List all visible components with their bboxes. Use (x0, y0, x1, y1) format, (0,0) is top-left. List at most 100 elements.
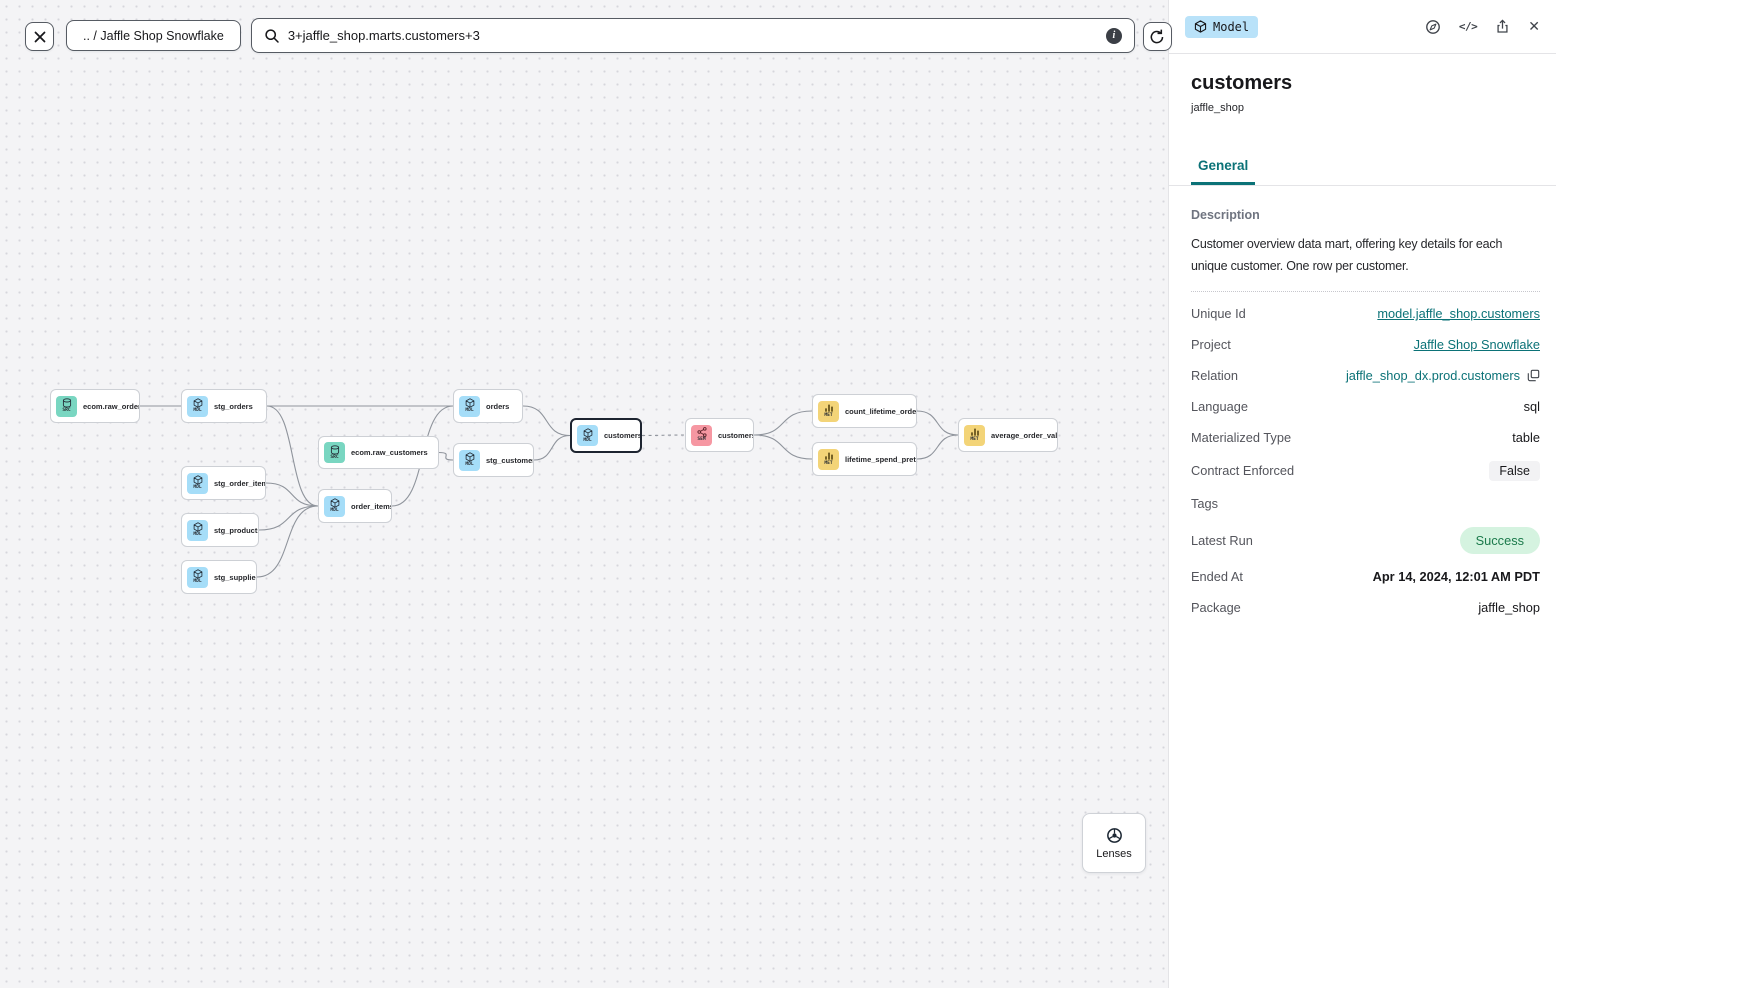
field-row-tags: Tags (1191, 488, 1540, 519)
field-value-badge: False (1489, 460, 1540, 481)
details-panel: Model </> ✕ cu (1168, 0, 1556, 988)
bar-chart-icon: MET (818, 400, 839, 422)
tab-general[interactable]: General (1191, 152, 1256, 185)
close-panel-icon[interactable]: ✕ (1528, 18, 1540, 34)
exit-lineage-button[interactable] (25, 22, 54, 51)
database-icon: SRC (56, 395, 77, 417)
field-label: Latest Run (1191, 532, 1253, 548)
graph-node-stg_order_items[interactable]: MDL stg_order_items (181, 466, 266, 500)
bar-chart-icon: MET (818, 448, 839, 470)
cube-icon (1194, 20, 1207, 33)
page-title: customers (1191, 72, 1293, 94)
field-row-package: Package jaffle_shop (1191, 592, 1540, 623)
field-value: Apr 14, 2024, 12:01 AM PDT (1372, 569, 1540, 584)
field-row-unique-id: Unique Id model.jaffle_shop.customers (1191, 298, 1540, 329)
graph-node-count_lifetime_orders[interactable]: MET count_lifetime_orders (812, 394, 917, 428)
explore-icon[interactable] (1424, 18, 1442, 36)
node-label: order_items (351, 501, 391, 511)
field-value-link[interactable]: model.jaffle_shop.customers (1377, 306, 1540, 321)
node-label: customers (604, 431, 640, 440)
graph-node-customers[interactable]: MDL customers (570, 418, 642, 453)
field-row-ended-at: Ended At Apr 14, 2024, 12:01 AM PDT (1191, 561, 1540, 592)
cube-icon: MDL (187, 519, 208, 541)
field-row-project: Project Jaffle Shop Snowflake (1191, 329, 1540, 360)
node-label: stg_order_items (214, 478, 265, 488)
graph-node-order_items[interactable]: MDL order_items (318, 489, 392, 523)
lenses-label: Lenses (1096, 848, 1132, 860)
package-subtitle: jaffle_shop (1191, 102, 1245, 114)
description-label: Description (1191, 208, 1260, 222)
panel-body: customers jaffle_shop General Descriptio… (1169, 72, 1556, 623)
field-label: Materialized Type (1191, 430, 1292, 445)
graph-node-lifetime_spend_pretax[interactable]: MET lifetime_spend_pretax (812, 442, 917, 476)
graph-node-average_order_value[interactable]: MET average_order_value (958, 418, 1058, 452)
share-export-icon[interactable] (1494, 18, 1511, 35)
lineage-edges (140, 405, 959, 578)
field-label: Tags (1191, 496, 1219, 511)
field-label: Project (1191, 337, 1231, 352)
graph-node-orders[interactable]: MDL orders (453, 389, 523, 423)
field-value: sql (1523, 399, 1540, 414)
field-label: Language (1191, 399, 1248, 414)
node-label: ecom.raw_orders (83, 401, 139, 411)
divider (1191, 291, 1540, 292)
edge-stg_order_items-to-order_items (265, 482, 319, 507)
info-icon[interactable]: i (1105, 27, 1122, 44)
bar-chart-icon: MET (964, 424, 985, 446)
cube-icon: MDL (324, 495, 345, 517)
node-label: customers (718, 430, 753, 440)
node-label: stg_customers (486, 455, 533, 465)
code-icon[interactable]: </> (1458, 20, 1478, 33)
field-label: Ended At (1191, 569, 1243, 584)
cube-icon: MDL (187, 395, 208, 417)
panel-header: Model </> ✕ (1169, 0, 1556, 54)
edge-lifetime_spend_pretax-to-average_order_value (916, 434, 959, 460)
edge-stg_supplies-to-order_items (256, 505, 319, 578)
breadcrumb[interactable]: .. / Jaffle Shop Snowflake (66, 20, 241, 51)
cube-icon: MDL (577, 425, 598, 446)
cube-icon: MDL (187, 566, 208, 588)
cube-icon: MDL (187, 472, 208, 494)
graph-node-stg_supplies[interactable]: MDL stg_supplies (181, 560, 257, 594)
panel-tabs: General (1169, 152, 1556, 186)
search-input[interactable] (287, 28, 1106, 43)
field-row-materialized-type: Materialized Type table (1191, 422, 1540, 453)
field-label: Unique Id (1191, 306, 1246, 321)
canvas-topbar: .. / Jaffle Shop Snowflake i (25, 18, 1172, 53)
resource-type-badge: Model (1185, 15, 1259, 38)
graph-node-stg_products[interactable]: MDL stg_products (181, 513, 259, 547)
copy-icon[interactable] (1527, 369, 1540, 382)
lenses-button[interactable]: Lenses (1082, 813, 1146, 873)
resource-type-label: Model (1213, 19, 1250, 34)
description-text: Customer overview data mart, offering ke… (1191, 237, 1503, 273)
close-icon (34, 31, 45, 42)
cube-icon: MDL (459, 395, 480, 417)
edge-customers-to-customers_sem (641, 434, 686, 437)
node-label: lifetime_spend_pretax (845, 454, 916, 464)
refresh-button[interactable] (1142, 22, 1172, 51)
node-label: stg_products (214, 525, 258, 535)
node-label: orders (486, 401, 510, 411)
field-value: jaffle_shop (1478, 600, 1540, 615)
graph-node-ecom.raw_orders[interactable]: SRC ecom.raw_orders (50, 389, 140, 423)
field-label: Package (1191, 600, 1241, 615)
search-icon (265, 28, 279, 43)
node-label: stg_supplies (214, 572, 256, 582)
field-value-link[interactable]: Jaffle Shop Snowflake (1413, 337, 1540, 352)
search-bar[interactable]: i (250, 18, 1135, 53)
node-label: average_order_value (991, 430, 1057, 440)
edge-stg_products-to-order_items (258, 505, 319, 531)
edge-customers_sem-to-lifetime_spend_pretax (753, 434, 813, 460)
field-value: jaffle_shop_dx.prod.customers (1345, 368, 1520, 383)
node-label: count_lifetime_orders (845, 406, 916, 416)
field-row-language: Language sql (1191, 391, 1540, 422)
field-value: table (1512, 430, 1540, 445)
